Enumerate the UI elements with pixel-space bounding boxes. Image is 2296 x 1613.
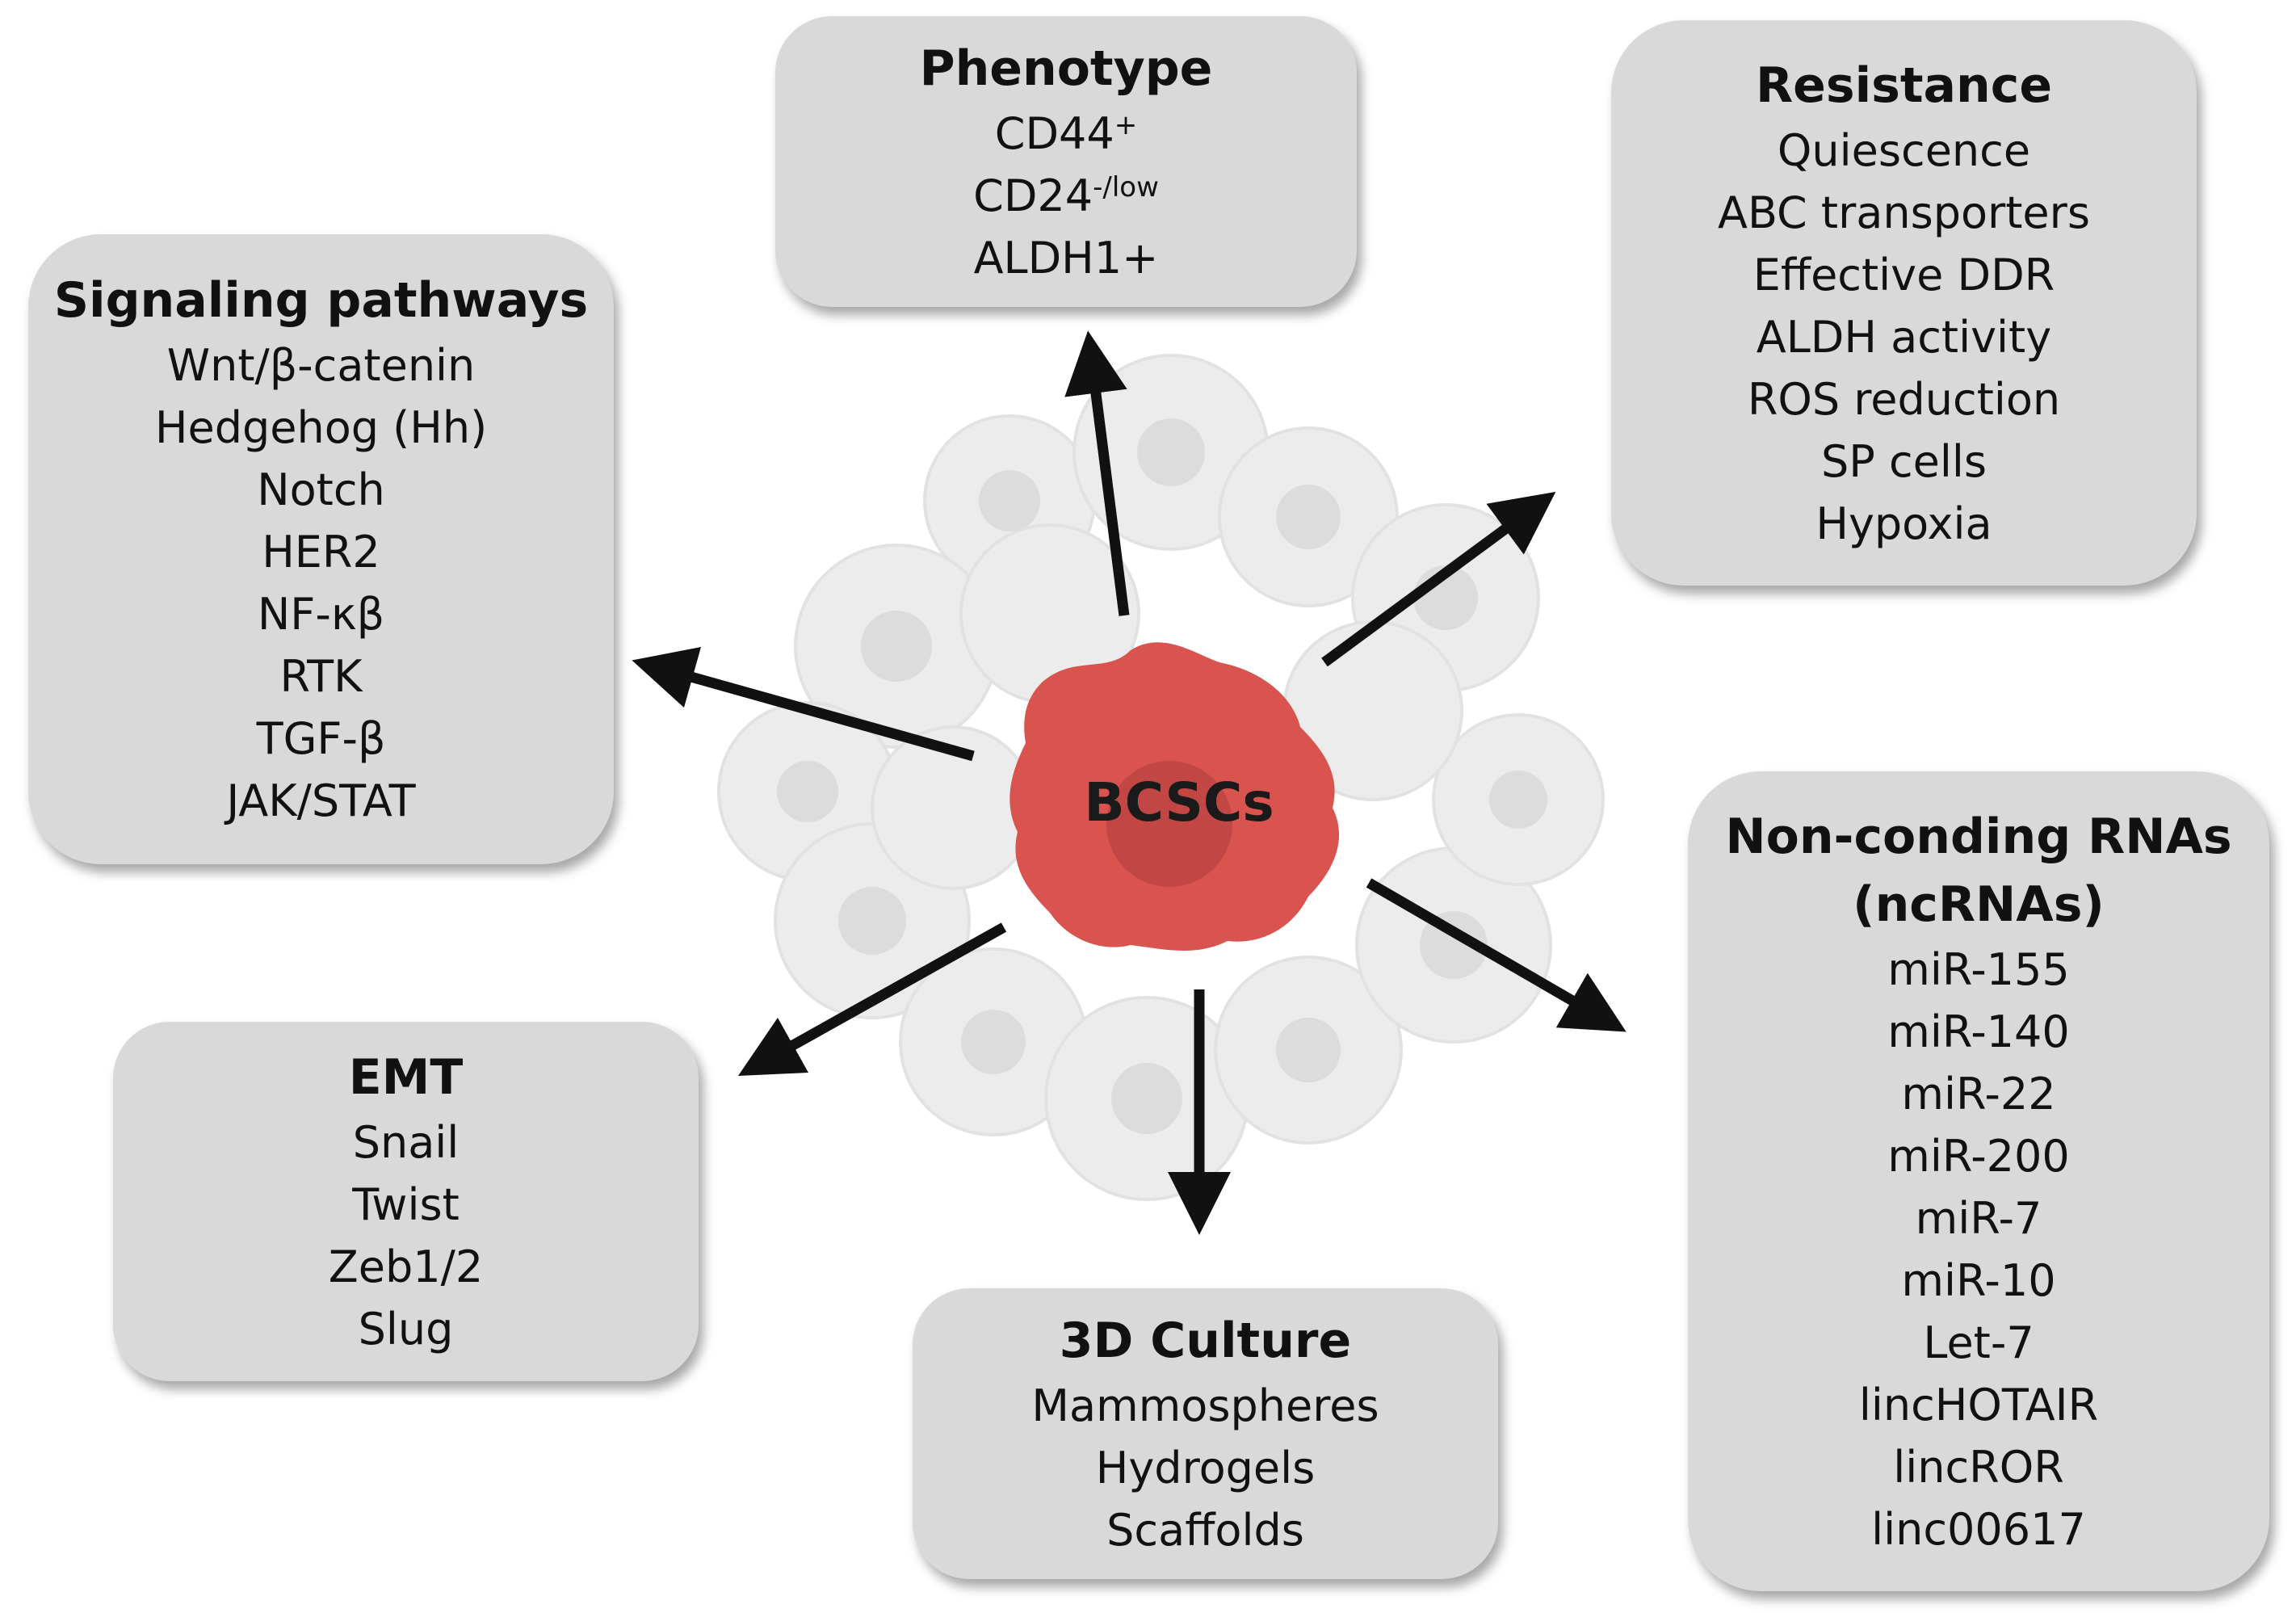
arrow-to-ncrna (1366, 878, 1627, 1032)
ncrna-item: linc00617 (1871, 1503, 2086, 1555)
signaling-list: Wnt/β-catenin Hedgehog (Hh) Notch HER2 N… (155, 334, 487, 832)
emt-box: EMT Snail Twist Zeb1/2 Slug (113, 1022, 699, 1381)
ncrna-title-line-1: Non-conding RNAs (1725, 808, 2232, 865)
phenotype-title: Phenotype (919, 40, 1213, 97)
ncrna-item: miR-7 (1915, 1192, 2042, 1244)
culture-list: Mammospheres Hydrogels Scaffolds (1031, 1375, 1379, 1561)
resistance-title: Resistance (1755, 57, 2053, 114)
arrow-to-phenotype (1064, 330, 1130, 616)
signaling-title: Signaling pathways (53, 272, 589, 329)
ncrna-item: miR-155 (1887, 943, 2070, 995)
resistance-item: SP cells (1820, 435, 1987, 487)
arrow-to-emt (737, 922, 1007, 1077)
ncrna-title-line-2: (ncRNAs) (1853, 876, 2105, 933)
culture-item: Mammospheres (1031, 1380, 1379, 1431)
ncrna-item: miR-22 (1901, 1068, 2056, 1119)
ncrna-item: miR-200 (1887, 1130, 2070, 1182)
bcsc-nucleus (1106, 761, 1232, 887)
resistance-box: Resistance Quiescence ABC transporters E… (1611, 20, 2197, 586)
culture-item: Hydrogels (1095, 1442, 1316, 1493)
signaling-item: HER2 (262, 527, 380, 578)
signaling-item: RTK (279, 651, 363, 702)
signaling-item: Notch (257, 464, 385, 515)
phenotype-box: Phenotype CD44+ CD24-/low ALDH1+ (775, 16, 1357, 307)
resistance-item: ROS reduction (1747, 373, 2061, 425)
resistance-item: Effective DDR (1752, 249, 2055, 300)
emt-title: EMT (348, 1048, 464, 1106)
phenotype-item: ALDH1+ (973, 232, 1159, 284)
ncrna-item: miR-140 (1887, 1006, 2070, 1057)
resistance-item: Hypoxia (1815, 498, 1992, 549)
emt-item: Snail (352, 1116, 460, 1168)
signaling-item: Hedgehog (Hh) (154, 402, 488, 453)
center-label: BCSCs (1084, 771, 1274, 834)
emt-list: Snail Twist Zeb1/2 Slug (329, 1111, 483, 1360)
phenotype-item: CD44+ (994, 107, 1138, 159)
ncrna-item: miR-10 (1901, 1254, 2056, 1306)
ncrna-box: Non-conding RNAs (ncRNAs) miR-155 miR-14… (1688, 771, 2269, 1591)
resistance-item: Quiescence (1777, 124, 2031, 176)
arrows (632, 330, 1627, 1235)
signaling-item: TGF-β (256, 713, 386, 764)
resistance-list: Quiescence ABC transporters Effective DD… (1718, 120, 2090, 555)
emt-item: Slug (358, 1303, 454, 1355)
ncrna-list: miR-155 miR-140 miR-22 miR-200 miR-7 miR… (1859, 939, 2098, 1560)
signaling-item: JAK/STAT (226, 775, 416, 826)
signaling-box: Signaling pathways Wnt/β-catenin Hedgeho… (28, 234, 614, 864)
ncrna-item: lincROR (1893, 1441, 2064, 1493)
culture-box: 3D Culture Mammospheres Hydrogels Scaffo… (913, 1288, 1498, 1579)
arrow-to-signaling (632, 646, 975, 762)
ncrna-item: Let-7 (1923, 1317, 2034, 1368)
ncrna-item: lincHOTAIR (1858, 1379, 2099, 1430)
culture-title: 3D Culture (1059, 1312, 1352, 1369)
arrow-to-resistance (1321, 491, 1556, 667)
signaling-item: NF-κβ (257, 589, 385, 640)
phenotype-item: CD24-/low (973, 170, 1159, 221)
resistance-item: ABC transporters (1718, 187, 2090, 238)
phenotype-list: CD44+ CD24-/low ALDH1+ (973, 103, 1159, 289)
emt-item: Zeb1/2 (328, 1241, 484, 1292)
resistance-item: ALDH activity (1756, 311, 2052, 363)
signaling-item: Wnt/β-catenin (166, 340, 476, 391)
culture-item: Scaffolds (1106, 1504, 1304, 1556)
emt-item: Twist (352, 1178, 460, 1230)
